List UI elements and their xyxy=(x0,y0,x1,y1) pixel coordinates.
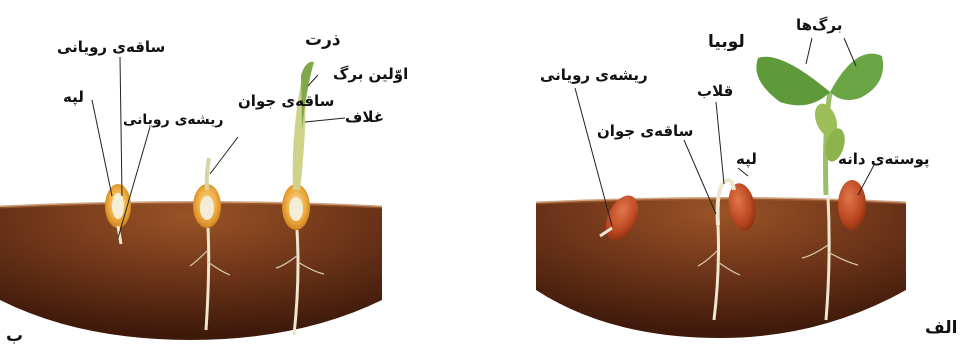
label-young-stem-a: ساقه‌ی جوان xyxy=(597,122,693,140)
panel-b-letter: ب xyxy=(6,326,23,344)
label-leaves: برگ‌ها xyxy=(796,16,842,34)
panel-a-letter: الف xyxy=(925,318,957,338)
label-embryonic-root-a: ریشه‌ی رویانی xyxy=(540,66,648,84)
panel-b-title: ذرت xyxy=(305,30,341,50)
panel-a-title: لوبیا xyxy=(708,32,745,52)
label-cotyledon-b: لپه xyxy=(63,88,84,106)
label-embryonic-root-b: ریشه‌ی رویانی xyxy=(123,112,223,128)
label-embryonic-stem: ساقه‌ی رویانی xyxy=(57,38,165,56)
label-cotyledon-a: لپه xyxy=(736,150,757,168)
label-hook: قلاب xyxy=(697,82,733,100)
label-young-stem-b: ساقه‌ی جوان xyxy=(238,92,334,110)
panel-b-soil xyxy=(0,203,382,341)
label-sheath: غلاف xyxy=(345,108,384,126)
label-seed-coat: پوسته‌ی دانه xyxy=(838,150,930,168)
label-first-leaf: اوّلین برگ xyxy=(333,65,408,83)
